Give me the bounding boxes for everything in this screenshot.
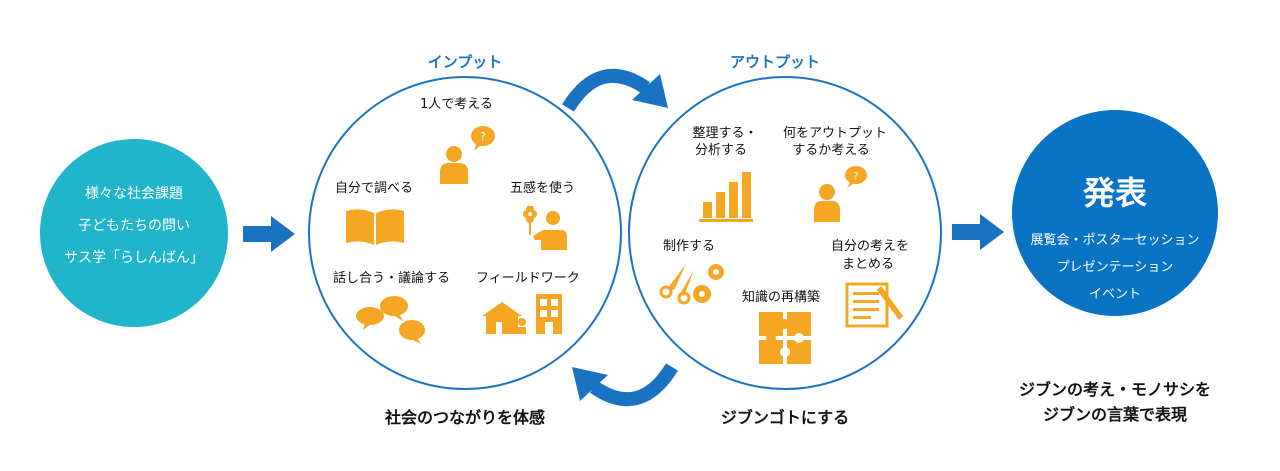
puzzle-icon (759, 312, 811, 364)
input-title: インプット (427, 53, 503, 71)
presentation-line-1: 展覧会・ポスターセッション (1030, 233, 1200, 248)
output-item-organize-2: 分析する (694, 143, 747, 158)
input-item-think-alone: 1人で考える (420, 97, 493, 112)
output-item-summarize-2: まとめる (841, 257, 894, 272)
output-circle (628, 76, 942, 390)
input-item-discussion: 話し合う・議論する (333, 271, 451, 286)
person-question-icon: ? (438, 124, 498, 186)
presentation-line-2: プレゼンテーション (1056, 260, 1174, 275)
presentation-caption-1: ジブンの考え・モノサシを (1018, 380, 1211, 399)
person-flower-icon (519, 206, 569, 250)
output-item-rebuild: 知識の再構築 (742, 290, 821, 305)
cycle-arrow-icon (560, 60, 680, 120)
cycle-arrow-icon (560, 355, 680, 415)
document-pencil-icon (845, 280, 907, 328)
presentation-title: 発表 (1082, 174, 1147, 212)
output-item-produce: 制作する (663, 239, 716, 254)
right-arrow-icon (243, 216, 295, 252)
topic-line-2: 子どもたちの問い (78, 218, 190, 234)
svg-text:?: ? (853, 171, 858, 182)
output-title: アウトプット (729, 53, 820, 71)
input-circle (308, 76, 622, 390)
input-item-fieldwork: フィールドワーク (476, 271, 580, 286)
input-item-five-senses: 五感を使う (510, 181, 576, 196)
output-item-summarize-1: 自分の考えを (830, 239, 909, 254)
output-caption: ジブンゴトにする (720, 408, 850, 427)
output-item-consider-2: するか考える (792, 143, 870, 158)
speech-bubbles-icon (355, 294, 427, 344)
presentation-circle (1012, 110, 1218, 316)
house-building-icon (482, 292, 566, 336)
open-book-icon (344, 207, 406, 247)
input-caption: 社会のつながりを体感 (384, 408, 545, 427)
output-item-organize-1: 整理する・ (692, 126, 758, 141)
presentation-line-3: イベント (1088, 287, 1141, 302)
topics-circle (40, 139, 228, 327)
scissors-gears-icon (658, 260, 732, 308)
output-item-consider-1: 何をアウトプット (782, 126, 887, 141)
presentation-caption-2: ジブンの言葉で表現 (1042, 405, 1187, 424)
svg-text:?: ? (480, 130, 486, 143)
input-item-self-research: 自分で調べる (335, 181, 414, 196)
topic-line-3: サス学「らしんばん」 (64, 250, 204, 266)
person-question-icon: ? (812, 164, 870, 224)
topic-line-1: 様々な社会課題 (85, 186, 183, 202)
right-arrow-icon (952, 214, 1004, 250)
bar-chart-icon (699, 170, 753, 222)
